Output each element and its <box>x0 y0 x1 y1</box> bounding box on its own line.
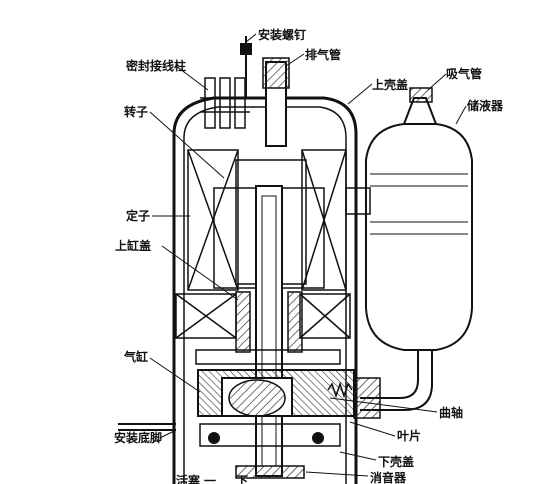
label-rotor: 转子 <box>124 105 149 119</box>
label-bottom-fragment-3: 下 <box>236 474 249 484</box>
accumulator-bracket <box>345 187 371 215</box>
label-upper-cylinder-cover: 上缸盖 <box>115 239 152 253</box>
suction-pipe <box>409 87 433 103</box>
label-muffler: 消音器 <box>370 471 407 484</box>
label-mounting-nut: 安装螺钉 <box>258 28 307 42</box>
leader-lines <box>149 33 467 477</box>
label-upper-shell-cover: 上壳盖 <box>372 78 409 92</box>
sealed-terminal <box>200 77 250 129</box>
lower-bearing <box>199 423 341 479</box>
upper-cylinder-cover <box>195 291 341 365</box>
mounting-screw <box>240 36 252 98</box>
label-discharge-pipe: 排气管 <box>305 48 342 62</box>
label-lower-shell-cover: 下壳盖 <box>378 455 415 469</box>
label-crankshaft: 曲轴 <box>439 406 464 420</box>
label-stator: 定子 <box>126 209 151 223</box>
label-accumulator: 储液器 <box>467 99 504 113</box>
vane-spring <box>327 381 353 399</box>
crankshaft-shaft <box>255 185 283 477</box>
suction-line <box>353 350 433 419</box>
label-vane: 叶片 <box>397 429 422 443</box>
label-suction-pipe: 吸气管 <box>446 67 483 81</box>
cylinder-body <box>197 369 355 417</box>
label-bottom-fragment-2: 一 <box>204 474 217 484</box>
label-cylinder: 气缸 <box>124 350 149 364</box>
accumulator-vessel <box>365 97 473 351</box>
discharge-pipe <box>262 57 290 147</box>
label-sealed-terminal: 密封接线柱 <box>126 59 187 73</box>
label-bottom-fragment-1: 活塞 <box>176 474 201 484</box>
label-mounting-base: 安装底脚 <box>114 431 163 445</box>
mounting-base <box>118 423 176 431</box>
